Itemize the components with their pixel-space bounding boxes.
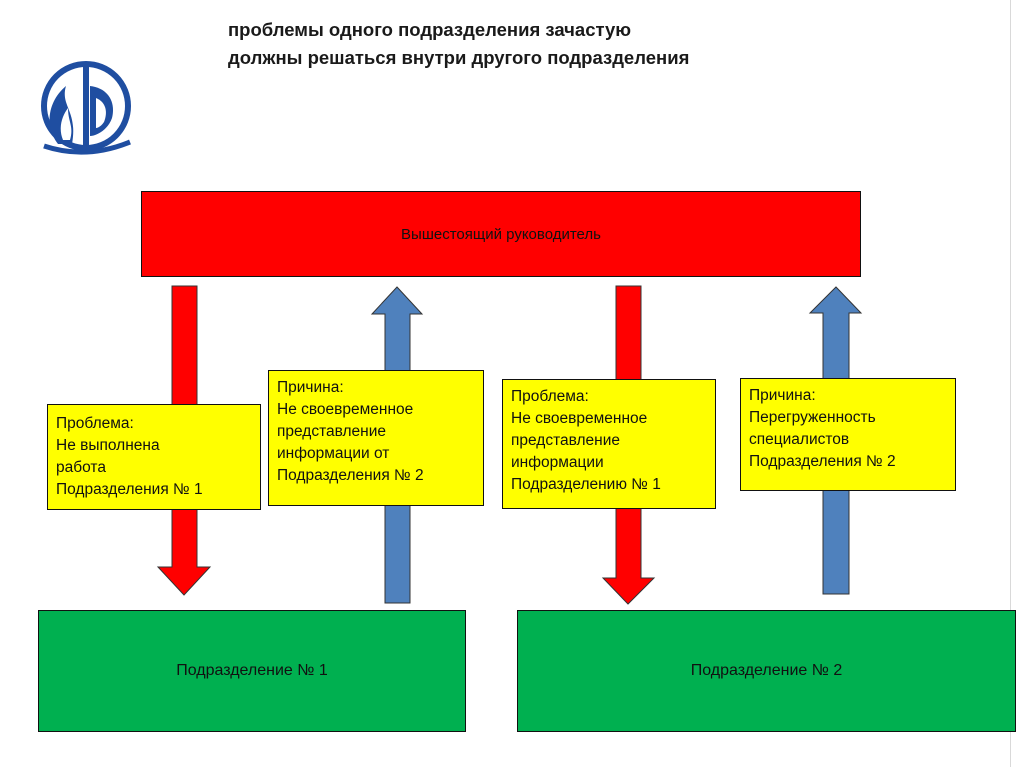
- department-2-box: Подразделение № 2: [517, 610, 1016, 732]
- cause-note-1: Причина: Не своевременное представление …: [268, 370, 484, 506]
- title-line-1: проблемы одного подразделения зачастую: [228, 19, 632, 40]
- slide-title: проблемы одного подразделения зачастую д…: [228, 16, 928, 72]
- department-2-label: Подразделение № 2: [690, 662, 843, 679]
- cause-note-2: Причина: Перегруженность специалистов По…: [740, 378, 956, 491]
- department-1-label: Подразделение № 1: [176, 662, 328, 679]
- manager-label: Вышестоящий руководитель: [401, 225, 601, 243]
- department-1-box: Подразделение № 1: [38, 610, 466, 732]
- title-line-2: должны решаться внутри другого подраздел…: [228, 47, 690, 68]
- problem-note-1: Проблема: Не выполнена работа Подразделе…: [47, 404, 261, 510]
- problem-note-2: Проблема: Не своевременное представление…: [502, 379, 716, 509]
- manager-box: Вышестоящий руководитель: [141, 191, 861, 277]
- flame-globe-logo-icon: [41, 61, 131, 155]
